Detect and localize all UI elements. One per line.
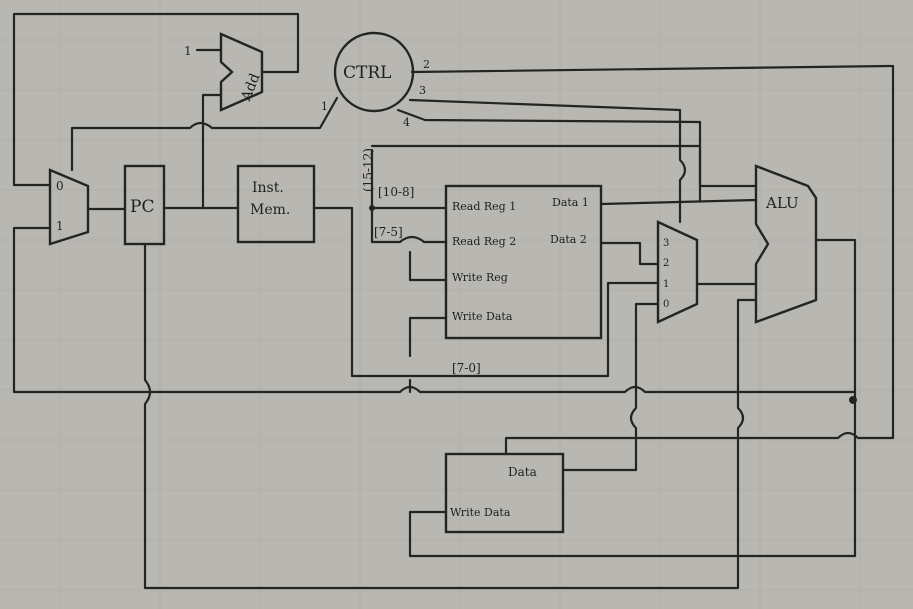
adder-input-constant: 1 (184, 44, 192, 58)
pc-mux-input-1: 1 (56, 219, 64, 233)
dmem-write-data: Write Data (450, 506, 511, 519)
register-file: Read Reg 1 Read Reg 2 Write Reg Write Da… (444, 184, 603, 340)
regfile-write-data: Write Data (452, 310, 513, 323)
dmem-data-out: Data (508, 465, 537, 479)
instruction-memory: Inst. Mem. (236, 164, 316, 244)
imem-label-line1: Inst. (252, 180, 284, 196)
ctrl-output-4: 4 (403, 116, 410, 129)
pc-label: PC (130, 197, 154, 217)
regfile-write-reg: Write Reg (452, 271, 508, 284)
alu-input-mux: 3 2 1 0 (656, 220, 699, 324)
ctrl-output-1: 1 (321, 100, 328, 113)
regfile-read-reg1: Read Reg 1 (452, 200, 516, 213)
field-rt: [7-5] (374, 225, 403, 239)
alu-mux-input-1: 1 (663, 279, 669, 290)
alu-mux-input-3: 3 (663, 238, 669, 249)
pc-mux-input-0: 0 (56, 179, 64, 193)
field-rs: [10-8] (378, 185, 414, 199)
pc-register: PC (123, 164, 166, 246)
imem-label-line2: Mem. (250, 202, 290, 218)
regfile-data2: Data 2 (550, 233, 587, 246)
ctrl-output-2: 2 (423, 58, 430, 71)
alu-mux-input-2: 2 (663, 258, 669, 269)
alu: ALU (754, 164, 818, 324)
data-memory: Data Write Data (444, 452, 565, 534)
regfile-data1: Data 1 (552, 196, 589, 209)
wires (12, 12, 895, 590)
control-unit: CTRL 1 2 3 4 (321, 31, 430, 129)
ctrl-output-3: 3 (419, 84, 426, 97)
pc-mux: 0 1 (48, 168, 90, 246)
ctrl-label: CTRL (343, 63, 391, 83)
pc-adder: Add 1 (184, 32, 264, 112)
alu-mux-input-0: 0 (663, 299, 669, 310)
regfile-read-reg2: Read Reg 2 (452, 235, 516, 248)
field-imm: [7-0] (452, 361, 481, 375)
alu-label: ALU (765, 194, 799, 212)
